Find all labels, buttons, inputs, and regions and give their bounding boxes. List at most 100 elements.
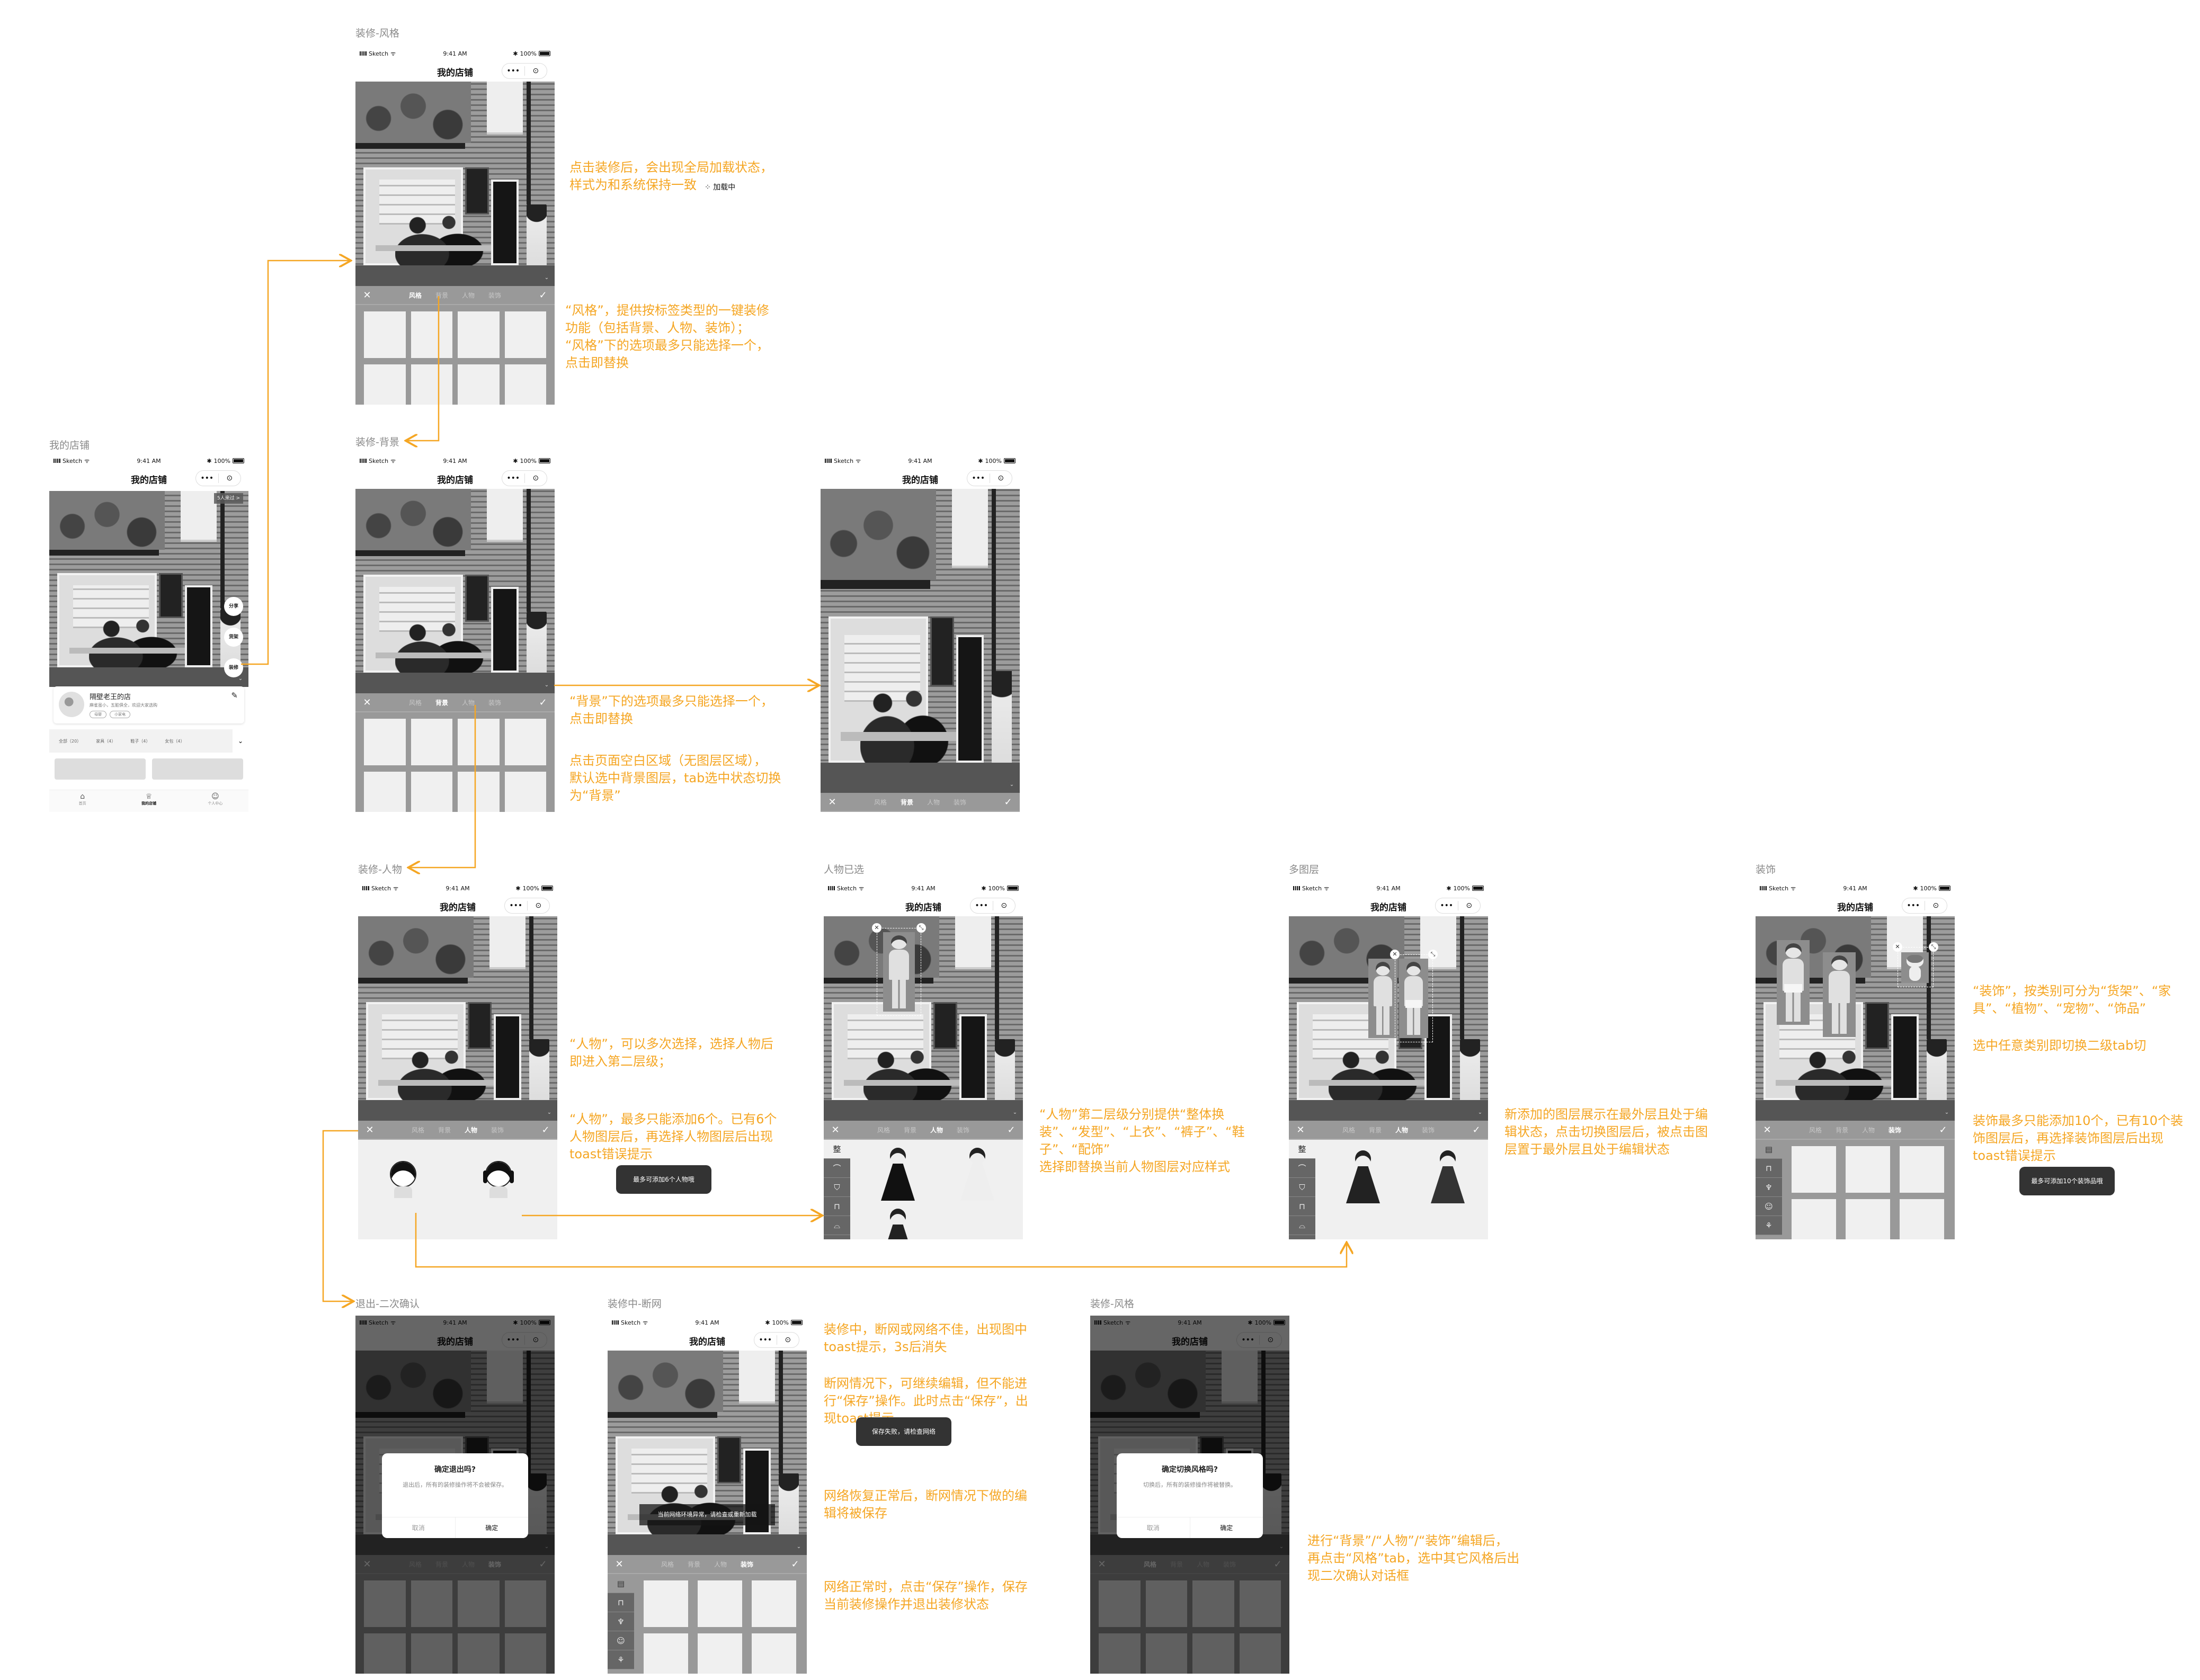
resize-handle-icon[interactable]: ⤡	[916, 923, 926, 933]
decor-category-furniture[interactable]: ⊓	[1756, 1159, 1782, 1178]
tabbar-item-0[interactable]: ⌂首页	[49, 790, 115, 812]
collapse-icon[interactable]: ⌄	[1475, 1108, 1485, 1118]
category-tab[interactable]: 鞋子（4）	[130, 738, 150, 744]
tab-style[interactable]: 风格	[408, 291, 422, 299]
storefront-photo[interactable]: ⌄5人来过 >分享货架装修	[49, 491, 248, 687]
category-tab[interactable]: 女包（4）	[165, 738, 185, 744]
more-menu-button[interactable]: •••	[506, 67, 520, 75]
expand-categories-icon[interactable]: ⌄	[233, 729, 248, 753]
tab-background[interactable]: 背景	[1835, 1126, 1848, 1134]
save-decoration-button[interactable]: ✓	[1004, 796, 1012, 808]
exit-editor-button[interactable]: ✕	[1763, 1124, 1771, 1136]
tab-decor[interactable]: 装饰	[741, 1560, 754, 1568]
style-option[interactable]	[504, 772, 546, 812]
tab-person[interactable]: 人物	[1862, 1126, 1875, 1134]
decor-category-plant[interactable]: ♆	[1756, 1178, 1782, 1197]
costume-option[interactable]	[1427, 1150, 1469, 1203]
decor-option[interactable]	[644, 1633, 688, 1674]
more-menu-button[interactable]: •••	[509, 901, 523, 910]
storefront-photo[interactable]: ⌄✕⤡	[1756, 916, 1955, 1121]
dialog-cancel-button[interactable]: 取消	[412, 1524, 425, 1532]
more-menu-button[interactable]: •••	[972, 474, 985, 482]
decor-category-pet[interactable]: ☺	[608, 1631, 634, 1650]
more-menu-button[interactable]: •••	[506, 474, 520, 482]
tab-person[interactable]: 人物	[465, 1126, 478, 1134]
decor-category-ornament[interactable]: ⚘	[608, 1650, 634, 1669]
category-tab[interactable]: 家具（4）	[96, 738, 116, 744]
save-decoration-button[interactable]: ✓	[791, 1558, 799, 1570]
style-option[interactable]	[458, 719, 500, 765]
collapse-icon[interactable]: ⌄	[542, 273, 551, 283]
save-decoration-button[interactable]: ✓	[539, 289, 547, 301]
style-option[interactable]	[364, 311, 406, 358]
collapse-icon[interactable]: ⌄	[1942, 1108, 1952, 1118]
style-option[interactable]	[458, 364, 500, 405]
person-category-accessory[interactable]: ∞	[824, 1235, 850, 1239]
exit-editor-button[interactable]: ✕	[828, 796, 836, 808]
decor-option[interactable]	[752, 1633, 796, 1674]
more-menu-button[interactable]: •••	[1440, 901, 1454, 910]
tab-style[interactable]: 风格	[874, 798, 887, 806]
float-button-2[interactable]: 装修	[224, 658, 243, 677]
costume-option[interactable]	[877, 1148, 919, 1201]
resize-handle-icon[interactable]: ⤡	[1929, 942, 1938, 952]
category-tab[interactable]: 全部（20）	[59, 738, 82, 744]
costume-option[interactable]	[1342, 1150, 1384, 1203]
decor-option[interactable]	[698, 1633, 742, 1674]
collapse-icon[interactable]: ⌄	[545, 1108, 554, 1118]
style-option[interactable]	[458, 772, 500, 812]
close-miniprogram-button[interactable]: ⊙	[997, 474, 1004, 482]
product-card[interactable]	[55, 758, 146, 780]
decor-category-plant[interactable]: ♆	[608, 1612, 634, 1631]
tabbar-item-2[interactable]: ☺个人中心	[182, 790, 248, 812]
storefront-photo[interactable]: ⌄	[358, 916, 557, 1121]
tab-style[interactable]: 风格	[1342, 1126, 1355, 1134]
style-option[interactable]	[364, 772, 406, 812]
style-option[interactable]	[411, 719, 452, 765]
tab-background[interactable]: 背景	[435, 699, 448, 707]
collapse-icon[interactable]: ⌄	[542, 681, 551, 690]
close-miniprogram-button[interactable]: ⊙	[1932, 901, 1939, 910]
exit-editor-button[interactable]: ✕	[831, 1124, 840, 1136]
style-option[interactable]	[504, 311, 546, 358]
save-decoration-button[interactable]: ✓	[541, 1124, 550, 1136]
tab-person[interactable]: 人物	[714, 1560, 727, 1568]
style-option[interactable]	[458, 311, 500, 358]
collapse-icon[interactable]: ⌄	[236, 674, 245, 684]
close-miniprogram-button[interactable]: ⊙	[535, 901, 542, 910]
tab-background[interactable]: 背景	[903, 1126, 916, 1134]
dialog-confirm-button[interactable]: 确定	[455, 1517, 529, 1538]
close-miniprogram-button[interactable]: ⊙	[1466, 901, 1473, 910]
more-menu-button[interactable]: •••	[200, 474, 214, 482]
style-option[interactable]	[364, 364, 406, 405]
collapse-icon[interactable]: ⌄	[1010, 1108, 1020, 1118]
decor-option[interactable]	[698, 1580, 742, 1627]
decor-category-shelf[interactable]: ▤	[1756, 1140, 1782, 1159]
tab-decor[interactable]: 装饰	[1422, 1126, 1435, 1134]
person-layer-female[interactable]	[1368, 959, 1397, 1038]
costume-option[interactable]	[877, 1209, 919, 1239]
exit-editor-button[interactable]: ✕	[1296, 1124, 1305, 1136]
decor-option[interactable]	[1900, 1146, 1944, 1193]
float-button-1[interactable]: 货架	[224, 628, 243, 647]
tab-decor[interactable]: 装饰	[954, 798, 967, 806]
tab-decor[interactable]: 装饰	[957, 1126, 970, 1134]
close-miniprogram-button[interactable]: ⊙	[785, 1336, 791, 1344]
storefront-photo[interactable]: ⌄当前网络环境异常，请检查或重新加载	[608, 1351, 807, 1555]
person-category-outfit[interactable]: 整	[824, 1140, 850, 1159]
person-category-hair[interactable]: ⌒	[824, 1159, 850, 1178]
avatar-option-girl[interactable]	[480, 1156, 517, 1198]
person-category-pants[interactable]: ⊓	[1289, 1197, 1315, 1216]
person-category-shoes[interactable]: ⌓	[824, 1216, 850, 1235]
exit-editor-button[interactable]: ✕	[363, 696, 371, 708]
decor-option[interactable]	[1792, 1199, 1836, 1239]
delete-layer-icon[interactable]: ✕	[872, 923, 881, 933]
tab-style[interactable]: 风格	[411, 1126, 424, 1134]
dialog-confirm-button[interactable]: 确定	[1189, 1517, 1263, 1538]
tab-person[interactable]: 人物	[930, 1126, 943, 1134]
exit-editor-button[interactable]: ✕	[363, 289, 371, 301]
person-layer-male[interactable]	[1399, 959, 1428, 1038]
collapse-icon[interactable]: ⌄	[794, 1542, 804, 1552]
person-category-shoes[interactable]: ⌓	[1289, 1216, 1315, 1235]
save-decoration-button[interactable]: ✓	[539, 696, 547, 708]
